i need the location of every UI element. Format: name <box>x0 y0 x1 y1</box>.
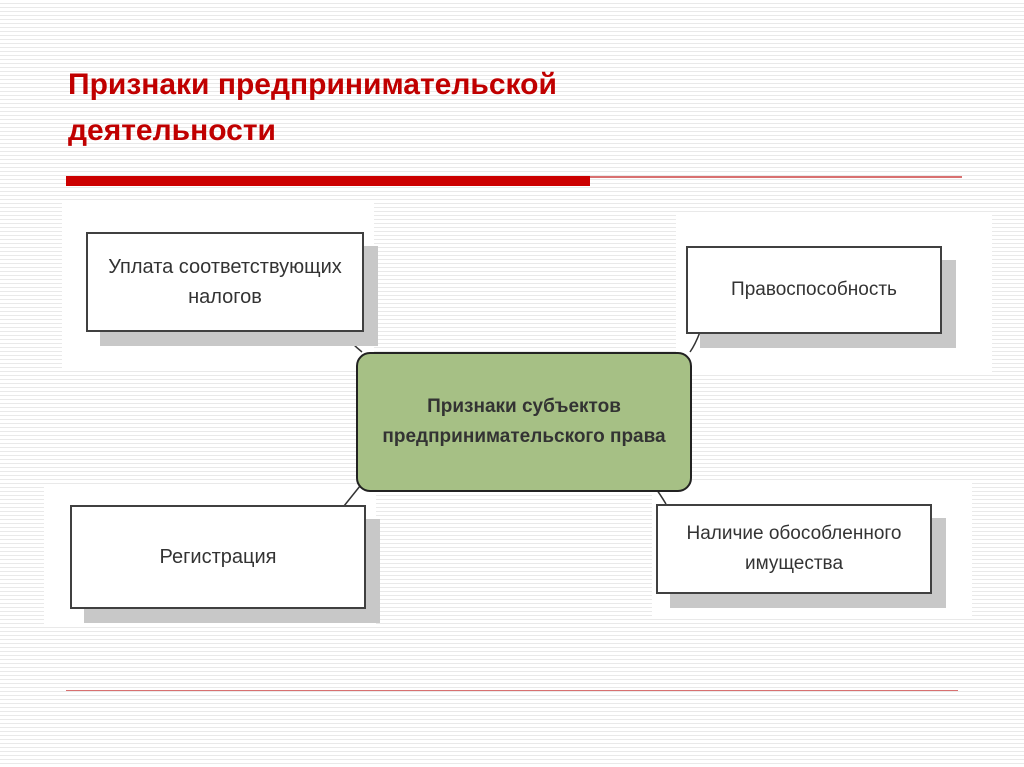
title-underline-thin <box>590 176 962 178</box>
slide-title: Признаки предпринимательской деятельност… <box>68 68 557 147</box>
box-registration: Регистрация <box>70 505 366 609</box>
center-node: Признаки субъектов предпринимательского … <box>356 352 692 492</box>
box-legal-capacity: Правоспособность <box>686 246 942 334</box>
footer-rule <box>66 690 958 691</box>
title-underline-thick <box>66 176 590 186</box>
box-separate-property: Наличие обособленного имущества <box>656 504 932 594</box>
box-tax-payment: Уплата соответствующих налогов <box>86 232 364 332</box>
